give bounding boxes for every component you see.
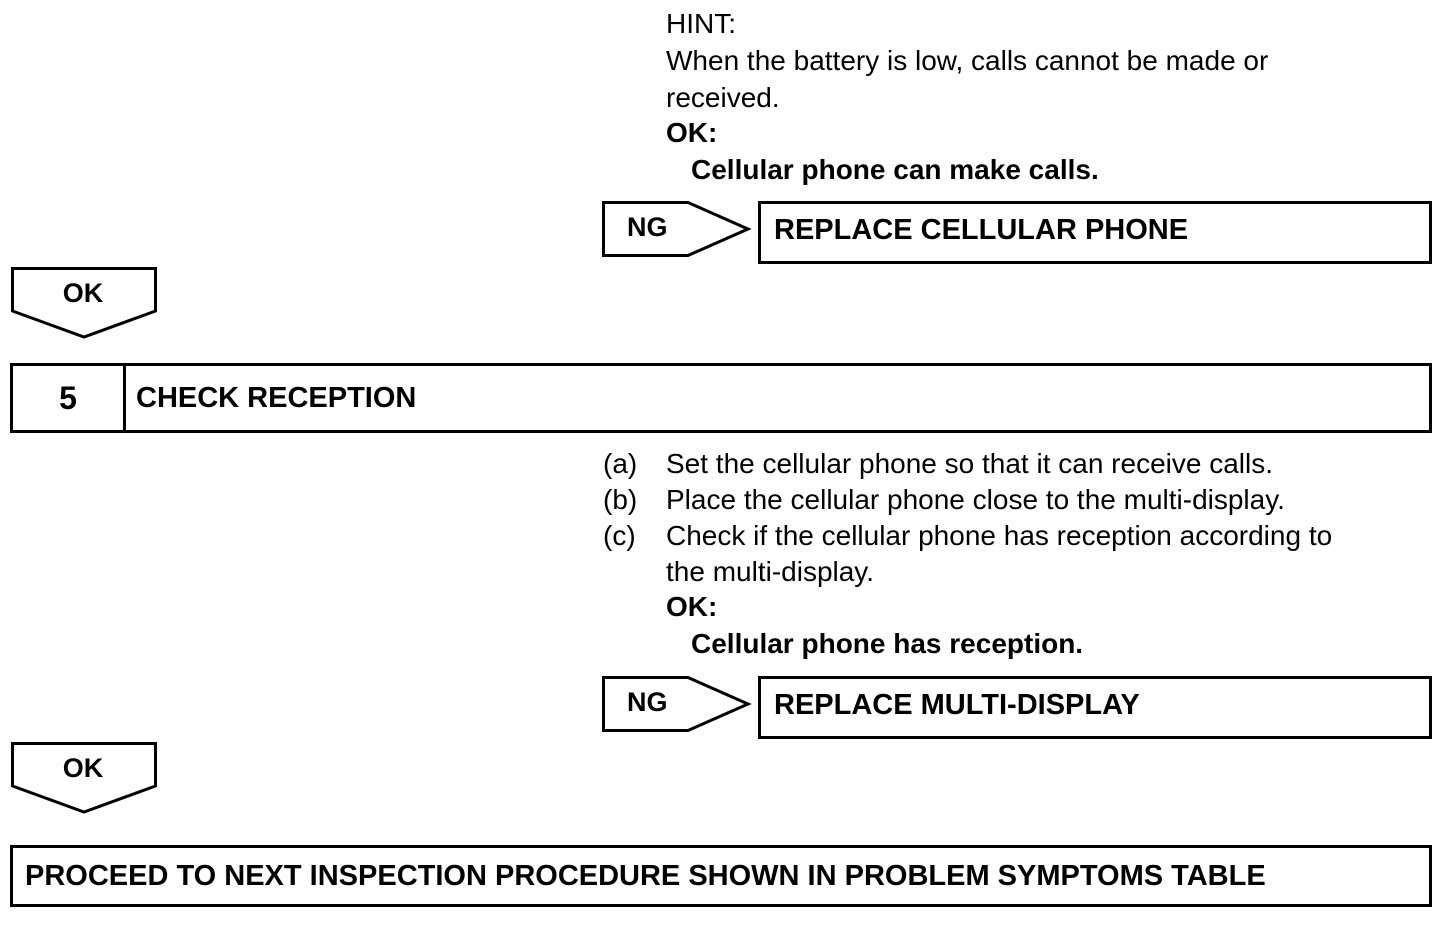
ng-label: NG bbox=[627, 687, 668, 717]
procedure-item-text: Set the cellular phone so that it can re… bbox=[666, 448, 1274, 479]
ng-result-text: REPLACE CELLULAR PHONE bbox=[774, 214, 1189, 246]
ok-label: OK bbox=[62, 753, 104, 783]
ok-label: OK bbox=[62, 278, 104, 308]
ng-result-text: REPLACE MULTI-DISPLAY bbox=[774, 689, 1140, 721]
procedure-item-label: (c) bbox=[603, 520, 636, 551]
step-title: CHECK RECEPTION bbox=[136, 382, 417, 414]
step-header: 5 CHECK RECEPTION bbox=[10, 363, 1432, 433]
ok-arrow-icon bbox=[11, 742, 157, 814]
ng-arrow-icon bbox=[602, 201, 752, 257]
ok-pointer: OK bbox=[11, 267, 157, 339]
procedure-item-label: (a) bbox=[603, 448, 638, 479]
ok-arrow-icon bbox=[11, 267, 157, 339]
hint-label: HINT: bbox=[666, 8, 736, 39]
procedure-item-text: Check if the cellular phone has receptio… bbox=[666, 520, 1333, 551]
hint-text-line1: When the battery is low, calls cannot be… bbox=[666, 45, 1269, 76]
procedure-item-text-continued: the multi-display. bbox=[666, 556, 875, 587]
ok-criteria-text: Cellular phone has reception. bbox=[691, 628, 1084, 659]
ng-pointer: NG bbox=[602, 201, 752, 259]
ok-pointer: OK bbox=[11, 742, 157, 814]
hint-text-line2: received. bbox=[666, 82, 780, 113]
final-instruction-box: PROCEED TO NEXT INSPECTION PROCEDURE SHO… bbox=[10, 845, 1432, 907]
ok-criteria-label: OK: bbox=[666, 117, 718, 148]
ng-result-box: REPLACE CELLULAR PHONE bbox=[758, 201, 1432, 264]
ng-pointer: NG bbox=[602, 676, 752, 734]
ng-label: NG bbox=[627, 212, 668, 242]
procedure-item-label: (b) bbox=[603, 484, 638, 515]
ng-result-box: REPLACE MULTI-DISPLAY bbox=[758, 676, 1432, 739]
ok-criteria-label: OK: bbox=[666, 591, 718, 622]
procedure-list: (a) Set the cellular phone so that it ca… bbox=[603, 446, 1423, 646]
step-number: 5 bbox=[13, 366, 126, 430]
final-instruction-text: PROCEED TO NEXT INSPECTION PROCEDURE SHO… bbox=[25, 860, 1266, 892]
procedure-item-text: Place the cellular phone close to the mu… bbox=[666, 484, 1285, 515]
ng-arrow-icon bbox=[602, 676, 752, 732]
ok-criteria-text: Cellular phone can make calls. bbox=[691, 154, 1099, 185]
